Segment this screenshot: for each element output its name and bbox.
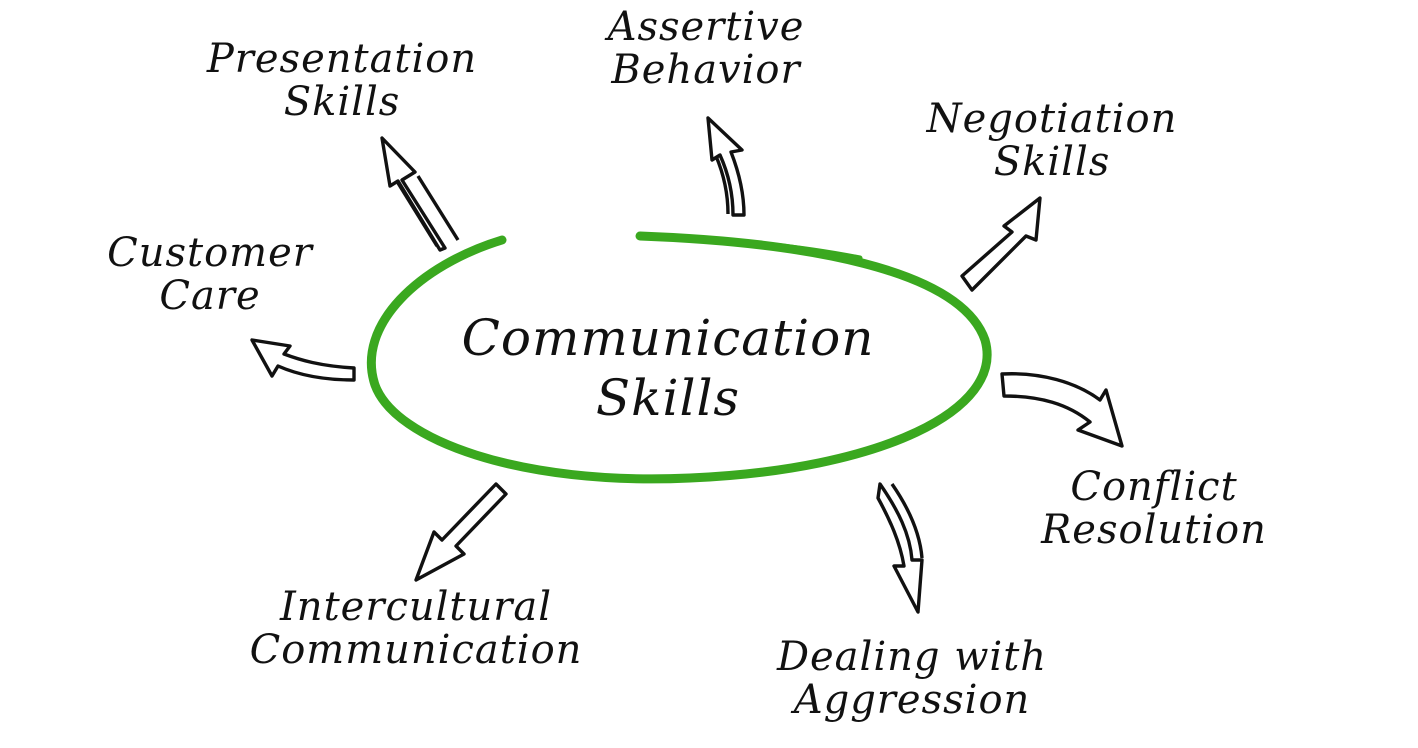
node-label-line: Negotiation	[926, 96, 1178, 142]
node-label-line: Intercultural	[280, 584, 552, 630]
node-label-line: Behavior	[611, 47, 801, 94]
node-label-line: Skills	[993, 139, 1111, 186]
node-label-line: Aggression	[793, 677, 1031, 724]
node-assertive-behavior: Assertive Behavior	[607, 4, 805, 94]
node-label-line: Communication	[249, 627, 583, 674]
arrow-up-right-icon	[960, 196, 1042, 292]
center-label-line-2: Skills	[595, 369, 741, 427]
node-negotiation-skills: Negotiation Skills	[926, 96, 1178, 186]
center-ellipse	[366, 231, 992, 484]
arrow-up-icon	[706, 116, 746, 217]
node-label-line: Customer	[107, 230, 313, 276]
node-presentation-skills: Presentation Skills	[206, 36, 478, 126]
arrow-left-icon	[250, 338, 356, 382]
center-label: Communication Skills	[462, 308, 875, 428]
center-label-line-1: Communication	[461, 309, 875, 367]
node-label-line: Resolution	[1041, 507, 1267, 554]
node-intercultural-communication: Intercultural Communication	[249, 584, 583, 674]
arrow-down-right-icon	[1000, 372, 1124, 448]
arrow-down-icon	[876, 482, 924, 614]
node-label-line: Skills	[283, 79, 401, 126]
node-dealing-with-aggression: Dealing with Aggression	[776, 634, 1048, 724]
node-label-line: Assertive	[607, 4, 805, 50]
node-conflict-resolution: Conflict Resolution	[1041, 464, 1267, 554]
node-label-line: Dealing with	[776, 634, 1048, 680]
node-label-line: Conflict	[1070, 464, 1238, 510]
arrow-up-left-icon	[380, 136, 460, 252]
node-label-line: Presentation	[206, 36, 478, 82]
node-customer-care: Customer Care	[107, 230, 313, 320]
node-label-line: Care	[159, 273, 261, 320]
arrow-down-left-icon	[414, 482, 508, 582]
